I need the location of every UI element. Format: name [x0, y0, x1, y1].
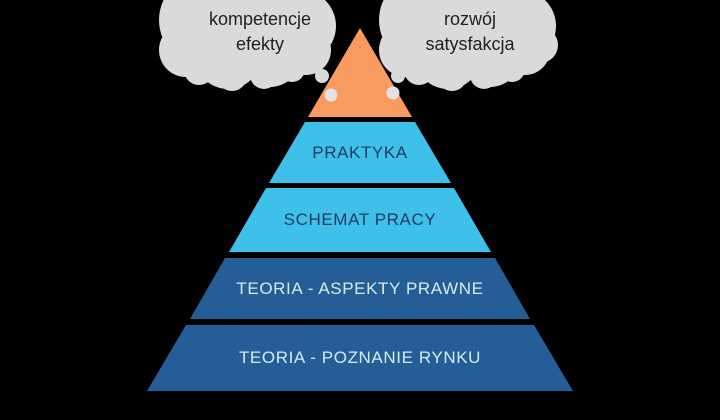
pyramid-level-praktyka: PRAKTYKA: [269, 122, 451, 183]
pyramid-level-schemat-pracy: SCHEMAT PRACY: [229, 188, 491, 252]
thought-clouds-graphic: [159, 0, 558, 102]
pyramid-level-praktyka-label: PRAKTYKA: [312, 142, 408, 162]
pyramid-level-teoria-poznanie-rynku: TEORIA - POZNANIE RYNKU: [147, 325, 573, 391]
pyramid-level-schemat-pracy-label: SCHEMAT PRACY: [283, 210, 437, 229]
pyramid-level-teoria-poznanie-rynku-label: TEORIA - POZNANIE RYNKU: [238, 348, 482, 367]
cloud-right-line-1: rozwój: [443, 9, 496, 29]
thought-trail-dot-left: [324, 88, 338, 102]
pyramid-level-teoria-aspekty-prawne: TEORIA - ASPEKTY PRAWNE: [190, 258, 530, 319]
thought-cloud-right-text: rozwój satysfakcja: [370, 7, 570, 57]
thought-cloud-left-shape: [159, 0, 336, 91]
thought-cloud-left-text: kompetencje efekty: [160, 7, 360, 57]
cloud-left-line-2: efekty: [235, 34, 285, 54]
pyramid-level-teoria-aspekty-prawne-label: TEORIA - ASPEKTY PRAWNE: [236, 278, 484, 298]
thought-trail-dot-right: [386, 86, 400, 100]
cloud-right-line-2: satysfakcja: [425, 34, 515, 54]
cloud-left-line-1: kompetencje: [208, 9, 312, 29]
thought-cloud-right-shape: [379, 0, 558, 91]
